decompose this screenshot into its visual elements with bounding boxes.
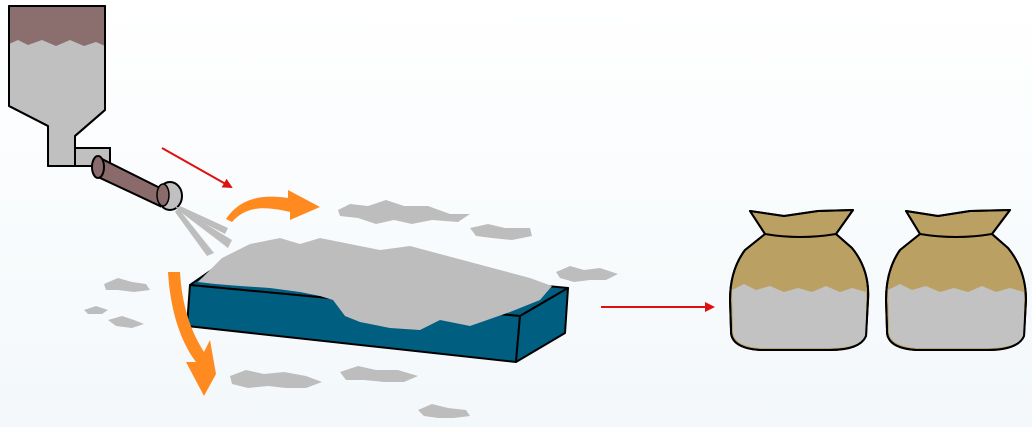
orange-arrow-up	[226, 190, 320, 222]
spray-jets	[174, 205, 232, 256]
hopper-contents	[9, 6, 105, 46]
spray-nozzle-icon	[92, 156, 182, 210]
sack-icon	[886, 210, 1026, 350]
sack-contents	[732, 284, 866, 348]
sack-contents	[888, 284, 1024, 348]
hopper-icon	[9, 6, 105, 166]
sack-icon	[730, 210, 868, 350]
tray-icon	[187, 238, 568, 362]
red-arrow-to-tray	[162, 148, 231, 187]
